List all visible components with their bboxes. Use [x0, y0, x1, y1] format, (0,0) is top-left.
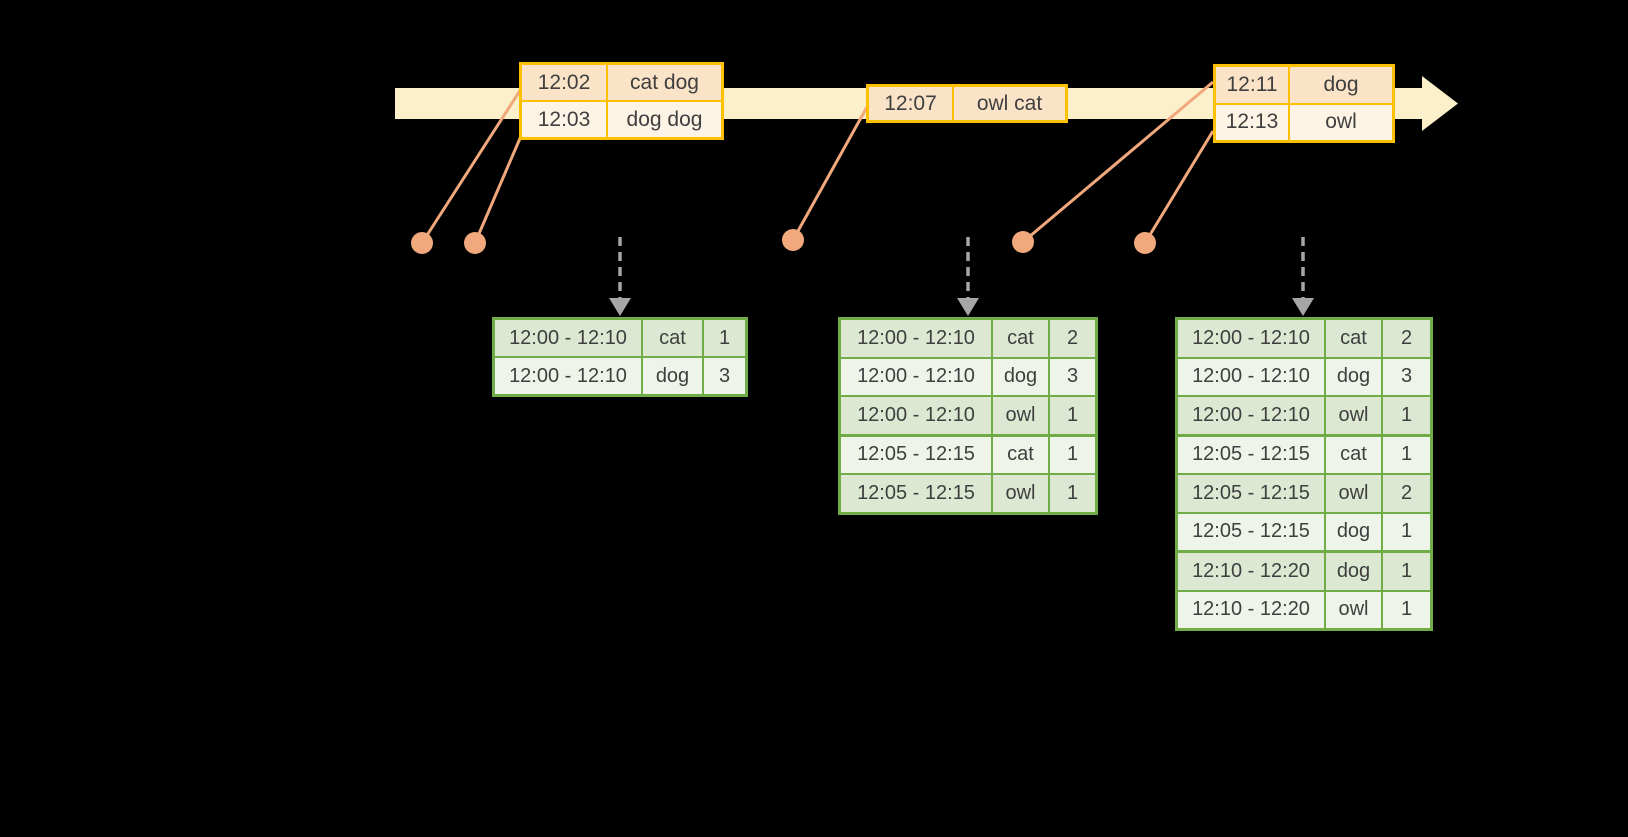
result-table-1: 12:00 - 12:10 cat 1 12:00 - 12:10 dog 3	[492, 317, 748, 397]
result-count: 3	[704, 358, 745, 394]
result-word: dog	[1326, 553, 1381, 590]
result-window: 12:00 - 12:10	[841, 397, 991, 434]
result-table-3: 12:00 - 12:10 cat 2 12:00 - 12:10 dog 3 …	[1175, 317, 1433, 631]
event-dot-1213	[1134, 232, 1156, 254]
trigger-arrow-icon-3	[1292, 298, 1314, 316]
result-count: 3	[1050, 358, 1095, 395]
result-count: 1	[1383, 591, 1430, 628]
event-time: 12:03	[522, 102, 606, 137]
result-count: 1	[1383, 397, 1430, 434]
result-window: 12:00 - 12:10	[841, 358, 991, 395]
result-window: 12:00 - 12:10	[1178, 397, 1324, 434]
result-count: 1	[1383, 513, 1430, 550]
result-word: dog	[643, 358, 702, 394]
event-time: 12:11	[1216, 67, 1288, 103]
event-words: cat dog	[608, 65, 721, 100]
event-dot-1202	[411, 232, 433, 254]
result-word: dog	[1326, 513, 1381, 550]
event-line-1211	[1022, 80, 1214, 244]
result-count: 1	[1050, 475, 1095, 512]
result-table-2: 12:00 - 12:10 cat 2 12:00 - 12:10 dog 3 …	[838, 317, 1098, 515]
event-line-1207	[791, 106, 869, 241]
event-dot-1211	[1012, 231, 1034, 253]
result-window: 12:05 - 12:15	[1178, 475, 1324, 512]
event-words: dog dog	[608, 102, 721, 137]
result-word: cat	[993, 436, 1048, 473]
result-window: 12:00 - 12:10	[1178, 320, 1324, 357]
trigger-arrow-icon-1	[609, 298, 631, 316]
event-line-1202	[420, 88, 523, 244]
event-time: 12:13	[1216, 104, 1288, 140]
result-window: 12:10 - 12:20	[1178, 553, 1324, 590]
event-dot-1203	[464, 232, 486, 254]
result-window: 12:05 - 12:15	[1178, 436, 1324, 473]
result-word: cat	[643, 320, 702, 356]
result-word: owl	[1326, 591, 1381, 628]
result-count: 2	[1383, 475, 1430, 512]
result-count: 1	[1050, 436, 1095, 473]
event-time: 12:02	[522, 65, 606, 100]
result-word: dog	[993, 358, 1048, 395]
result-word: owl	[1326, 475, 1381, 512]
result-count: 1	[704, 320, 745, 356]
event-time: 12:07	[869, 87, 952, 120]
result-window: 12:05 - 12:15	[1178, 513, 1324, 550]
timeline-arrowhead-icon	[1422, 76, 1458, 131]
result-word: owl	[993, 475, 1048, 512]
result-window: 12:05 - 12:15	[841, 475, 991, 512]
result-count: 1	[1050, 397, 1095, 434]
event-line-1203	[473, 135, 523, 244]
result-window: 12:00 - 12:10	[1178, 358, 1324, 395]
result-count: 1	[1383, 553, 1430, 590]
result-word: owl	[1326, 397, 1381, 434]
result-window: 12:00 - 12:10	[841, 320, 991, 357]
event-words: owl cat	[954, 87, 1065, 120]
result-window: 12:00 - 12:10	[495, 358, 641, 394]
result-count: 2	[1383, 320, 1430, 357]
result-word: cat	[1326, 436, 1381, 473]
result-window: 12:05 - 12:15	[841, 436, 991, 473]
result-word: cat	[993, 320, 1048, 357]
event-dot-1207	[782, 229, 804, 251]
result-word: cat	[1326, 320, 1381, 357]
result-window: 12:10 - 12:20	[1178, 591, 1324, 628]
result-window: 12:00 - 12:10	[495, 320, 641, 356]
result-word: owl	[993, 397, 1048, 434]
result-word: dog	[1326, 358, 1381, 395]
event-table-2: 12:07 owl cat	[866, 84, 1068, 123]
event-table-1: 12:02 cat dog 12:03 dog dog	[519, 62, 724, 140]
result-count: 3	[1383, 358, 1430, 395]
event-words: owl	[1290, 104, 1392, 140]
event-table-3: 12:11 dog 12:13 owl	[1213, 64, 1395, 143]
event-words: dog	[1290, 67, 1392, 103]
event-line-1213	[1143, 130, 1215, 244]
trigger-arrow-icon-2	[957, 298, 979, 316]
result-count: 2	[1050, 320, 1095, 357]
result-count: 1	[1383, 436, 1430, 473]
